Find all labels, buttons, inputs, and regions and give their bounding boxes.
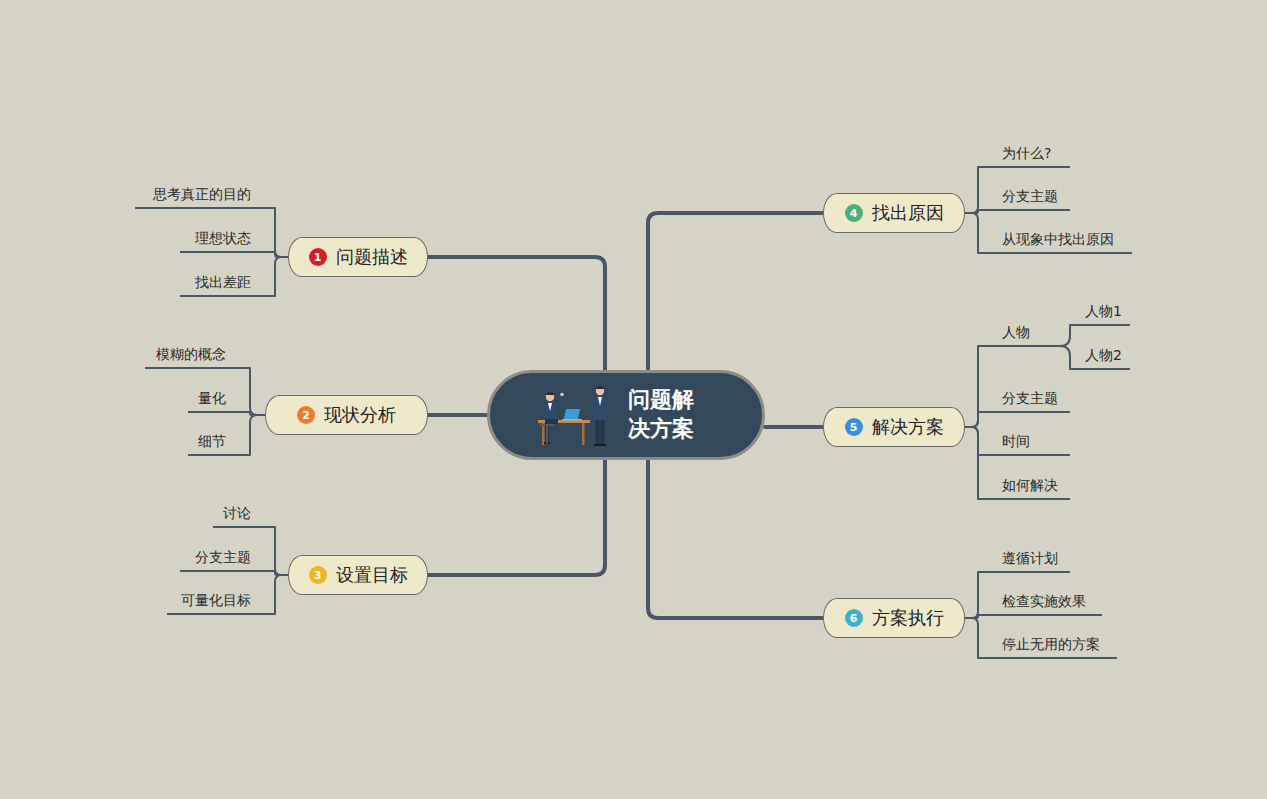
branch-label: 现状分析 — [324, 403, 396, 427]
subtopic-label: 理想状态 — [195, 230, 251, 248]
branch-topic: 1 问题描述 — [288, 237, 428, 277]
callout-number: 3 — [309, 566, 327, 584]
branch-connector — [428, 413, 487, 417]
subtopic: 人物 — [978, 321, 1042, 347]
callout-number: 1 — [309, 248, 327, 266]
branch-connector — [648, 213, 823, 370]
branch-connector — [965, 572, 978, 618]
subtopic: 量化 — [188, 387, 250, 413]
branch-connector — [250, 368, 265, 415]
subtopic: 时间 — [978, 430, 1070, 456]
subtopic-label: 分支主题 — [1002, 188, 1058, 206]
callout-number: 5 — [845, 418, 863, 436]
branch-label: 找出原因 — [872, 201, 944, 225]
subtopic-label: 人物2 — [1085, 347, 1122, 365]
branch-topic: 6 方案执行 — [823, 598, 965, 638]
subtopic-label: 人物 — [1002, 324, 1030, 342]
branch-connector — [965, 618, 978, 658]
branch-label: 方案执行 — [872, 606, 944, 630]
subtopic: 讨论 — [213, 502, 275, 528]
subtopic: 分支主题 — [978, 387, 1070, 413]
subtopic-label: 遵循计划 — [1002, 550, 1058, 568]
branch-connector — [965, 427, 978, 499]
branch-topic: 5 解决方案 — [823, 407, 965, 447]
subtopic-label: 量化 — [198, 390, 226, 408]
subtopic-label: 时间 — [1002, 433, 1030, 451]
central-topic: 问题解 决方案 — [487, 370, 765, 460]
subtopic-label: 思考真正的目的 — [153, 186, 251, 204]
subtopic: 停止无用的方案 — [978, 633, 1117, 659]
branch-connector — [275, 527, 288, 575]
subtopic-label: 分支主题 — [195, 549, 251, 567]
branch-connector — [1042, 346, 1070, 369]
subtopic: 人物1 — [1070, 300, 1130, 326]
branch-connector — [965, 213, 978, 253]
subtopic: 思考真正的目的 — [135, 183, 275, 209]
branch-connector — [275, 257, 288, 296]
subtopic-label: 讨论 — [223, 505, 251, 523]
branch-connector — [965, 427, 978, 455]
subtopic-label: 人物1 — [1085, 303, 1122, 321]
branch-connector — [648, 460, 823, 618]
subtopic: 理想状态 — [180, 227, 275, 253]
subtopic-label: 从现象中找出原因 — [1002, 231, 1114, 249]
subtopic-label: 停止无用的方案 — [1002, 636, 1100, 654]
subtopic: 检查实施效果 — [978, 590, 1102, 616]
subtopic: 模糊的概念 — [145, 343, 250, 369]
branch-label: 设置目标 — [336, 563, 408, 587]
branch-connector — [1042, 325, 1070, 346]
people-illustration — [536, 382, 616, 448]
branch-topic: 2 现状分析 — [265, 395, 428, 435]
subtopic: 遵循计划 — [978, 547, 1070, 573]
branch-connector — [275, 208, 288, 257]
subtopic: 如何解决 — [978, 474, 1070, 500]
subtopic: 找出差距 — [180, 271, 275, 297]
subtopic-label: 如何解决 — [1002, 477, 1058, 495]
branch-label: 问题描述 — [336, 245, 408, 269]
branch-connector — [765, 425, 823, 429]
subtopic: 为什么? — [978, 142, 1070, 168]
branch-connector — [965, 167, 978, 213]
subtopic-label: 为什么? — [1002, 145, 1051, 163]
subtopic-label: 模糊的概念 — [156, 346, 226, 364]
callout-number: 2 — [297, 406, 315, 424]
subtopic-label: 可量化目标 — [181, 592, 251, 610]
branch-connector — [965, 412, 978, 427]
branch-topic: 3 设置目标 — [288, 555, 428, 595]
callout-number: 4 — [845, 204, 863, 222]
subtopic: 人物2 — [1070, 344, 1130, 370]
subtopic: 从现象中找出原因 — [978, 228, 1132, 254]
branch-connector — [965, 346, 978, 427]
subtopic-label: 细节 — [198, 433, 226, 451]
central-title: 问题解 决方案 — [628, 386, 714, 443]
subtopic: 细节 — [188, 430, 250, 456]
branch-connector — [250, 415, 265, 455]
branch-topic: 4 找出原因 — [823, 193, 965, 233]
subtopic: 可量化目标 — [167, 589, 275, 615]
branch-connector — [428, 257, 605, 370]
subtopic-label: 检查实施效果 — [1002, 593, 1086, 611]
callout-number: 6 — [845, 609, 863, 627]
subtopic-label: 分支主题 — [1002, 390, 1058, 408]
subtopic-label: 找出差距 — [195, 274, 251, 292]
subtopic: 分支主题 — [180, 546, 275, 572]
branch-connector — [275, 575, 288, 614]
subtopic: 分支主题 — [978, 185, 1070, 211]
branch-connector — [428, 460, 605, 575]
branch-label: 解决方案 — [872, 415, 944, 439]
